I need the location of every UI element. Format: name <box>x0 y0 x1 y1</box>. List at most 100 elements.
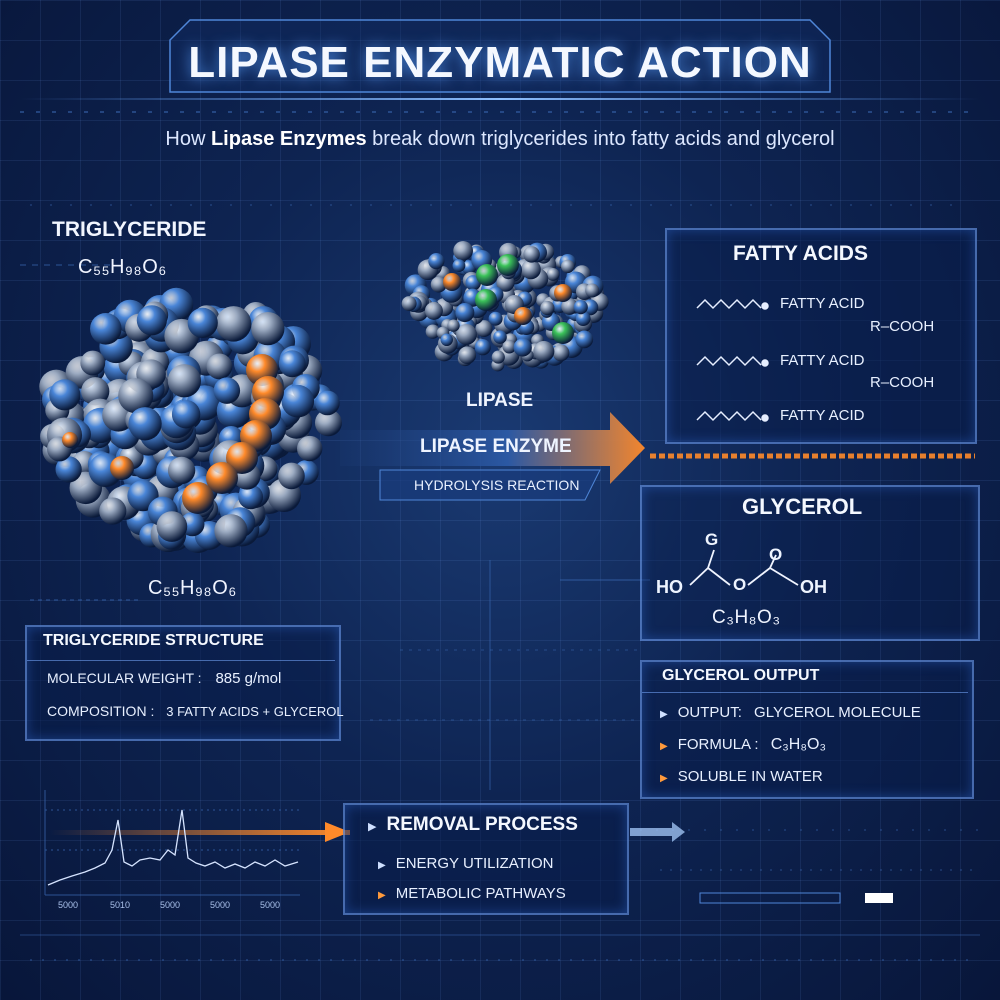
removal-item-2-text: METABOLIC PATHWAYS <box>395 885 566 902</box>
glycerol-output-row-3: ▶SOLUBLE IN WATER <box>660 768 823 785</box>
molecule-sphere <box>182 482 214 514</box>
fatty-acid-2-formula: R–COOH <box>870 374 935 391</box>
molecule-sphere <box>476 264 498 286</box>
molecule-sphere <box>455 303 475 323</box>
molecule-sphere <box>523 246 540 263</box>
molecule-sphere <box>424 301 443 320</box>
molecule-sphere <box>315 390 340 416</box>
removal-item-1: ▶ENERGY UTILIZATION <box>378 855 554 872</box>
molecule-sphere <box>453 240 473 261</box>
triglyceride-formula-bottom: C₅₅H₉₈O₆ <box>148 577 237 599</box>
molecule-sphere <box>488 311 503 326</box>
molecule-sphere <box>214 514 248 548</box>
triglyceride-label: TRIGLYCERIDE <box>52 218 207 241</box>
fatty-acids-heading: FATTY ACIDS <box>733 242 868 265</box>
composition-value: 3 FATTY ACIDS + GLYCEROL <box>166 704 344 719</box>
chart-tick-3: 5000 <box>160 900 181 910</box>
molecule-sphere <box>575 330 594 349</box>
molecule-sphere <box>513 338 532 357</box>
chart-tick-5: 5000 <box>260 900 281 910</box>
molecule-sphere <box>167 456 196 485</box>
molecule-sphere <box>440 333 453 347</box>
molecule-sphere <box>573 300 588 315</box>
molecule-sphere <box>278 462 305 490</box>
molecule-sphere <box>206 353 233 380</box>
molecule-sphere <box>156 511 188 542</box>
removal-heading-text: REMOVAL PROCESS <box>386 814 578 835</box>
composition-label: COMPOSITION : <box>47 703 155 719</box>
molecule-sphere <box>514 307 532 325</box>
molecule-sphere <box>430 276 447 293</box>
molecule-sphere <box>447 319 460 332</box>
bullet-triangle-icon: ▶ <box>368 821 377 833</box>
molecule-sphere <box>428 253 445 270</box>
molecular-weight-label: MOLECULAR WEIGHT : <box>47 670 202 686</box>
molecule-sphere <box>251 312 285 346</box>
glycerol-left-atom: HO <box>656 577 683 597</box>
molecule-sphere <box>502 339 517 354</box>
molecule-sphere <box>215 306 252 342</box>
molecule-sphere <box>493 330 507 344</box>
molecular-weight-row: MOLECULAR WEIGHT : 885 g/mol <box>47 670 281 687</box>
enzyme-arrow-label: LIPASE ENZYME <box>420 436 572 457</box>
output-value: GLYCEROL MOLECULE <box>754 704 921 721</box>
molecule-sphere <box>297 435 323 462</box>
glycerol-output-row-2: ▶FORMULA : C₃H₈O₃ <box>660 736 826 754</box>
glycerol-top-right-atom: O <box>769 545 783 564</box>
fatty-acid-3-label: FATTY ACID <box>780 407 865 424</box>
molecule-sphere <box>585 283 600 298</box>
triglyceride-structure-panel <box>25 625 341 741</box>
molecule-sphere <box>456 324 477 345</box>
subtitle-suffix: break down triglycerides into fatty acid… <box>372 128 835 150</box>
removal-item-2: ▶METABOLIC PATHWAYS <box>378 885 566 902</box>
removal-process-panel <box>343 803 629 915</box>
molecule-sphere <box>226 442 258 474</box>
removal-process-heading: ▶ REMOVAL PROCESS <box>368 814 578 836</box>
fatty-acid-2-label: FATTY ACID <box>780 352 865 369</box>
subtitle-prefix: How <box>165 128 206 150</box>
formula-label: FORMULA : <box>677 736 759 753</box>
molecule-sphere <box>187 307 218 338</box>
formula-value: C₃H₈O₃ <box>770 736 826 753</box>
glycerol-top-atom: G <box>705 530 719 549</box>
molecule-sphere <box>452 259 466 273</box>
chart-tick-2: 5010 <box>110 900 131 910</box>
molecule-sphere <box>167 364 202 398</box>
molecule-sphere <box>80 350 106 376</box>
glycerol-output-divider <box>642 692 968 693</box>
molecule-sphere <box>474 339 491 356</box>
molecule-sphere <box>110 456 134 480</box>
bullet-triangle-icon: ▶ <box>660 709 668 720</box>
removal-item-1-text: ENERGY UTILIZATION <box>395 855 554 872</box>
molecule-sphere <box>128 407 162 441</box>
molecule-sphere <box>136 305 167 336</box>
soluble-label: SOLUBLE IN WATER <box>677 768 823 785</box>
output-label: OUTPUT: <box>677 704 742 721</box>
molecule-sphere <box>401 296 417 312</box>
page-title: LIPASE ENZYMATIC ACTION <box>188 38 812 87</box>
molecule-sphere <box>281 384 315 418</box>
molecule-sphere <box>49 379 81 411</box>
page-subtitle: How Lipase Enzymes break down triglyceri… <box>0 128 1000 151</box>
composition-row: COMPOSITION : 3 FATTY ACIDS + GLYCEROL <box>47 703 344 719</box>
molecule-sphere <box>238 484 264 510</box>
molecule-sphere <box>554 284 572 302</box>
molecule-sphere <box>475 289 497 311</box>
glycerol-output-row-1: ▶ OUTPUT: GLYCEROL MOLECULE <box>660 704 921 721</box>
molecule-sphere <box>206 462 238 494</box>
molecule-sphere <box>81 377 110 406</box>
molecule-sphere <box>475 320 493 338</box>
fatty-acids-panel <box>665 228 977 444</box>
molecule-sphere <box>171 400 201 429</box>
triglyceride-structure-heading: TRIGLYCERIDE STRUCTURE <box>43 632 264 649</box>
fatty-acid-1-label: FATTY ACID <box>780 295 865 312</box>
molecule-sphere <box>213 377 241 404</box>
triglyceride-structure-divider <box>27 660 335 661</box>
molecule-sphere <box>575 311 591 327</box>
subtitle-highlight: Lipase Enzymes <box>210 128 367 150</box>
molecule-sphere <box>443 273 461 291</box>
